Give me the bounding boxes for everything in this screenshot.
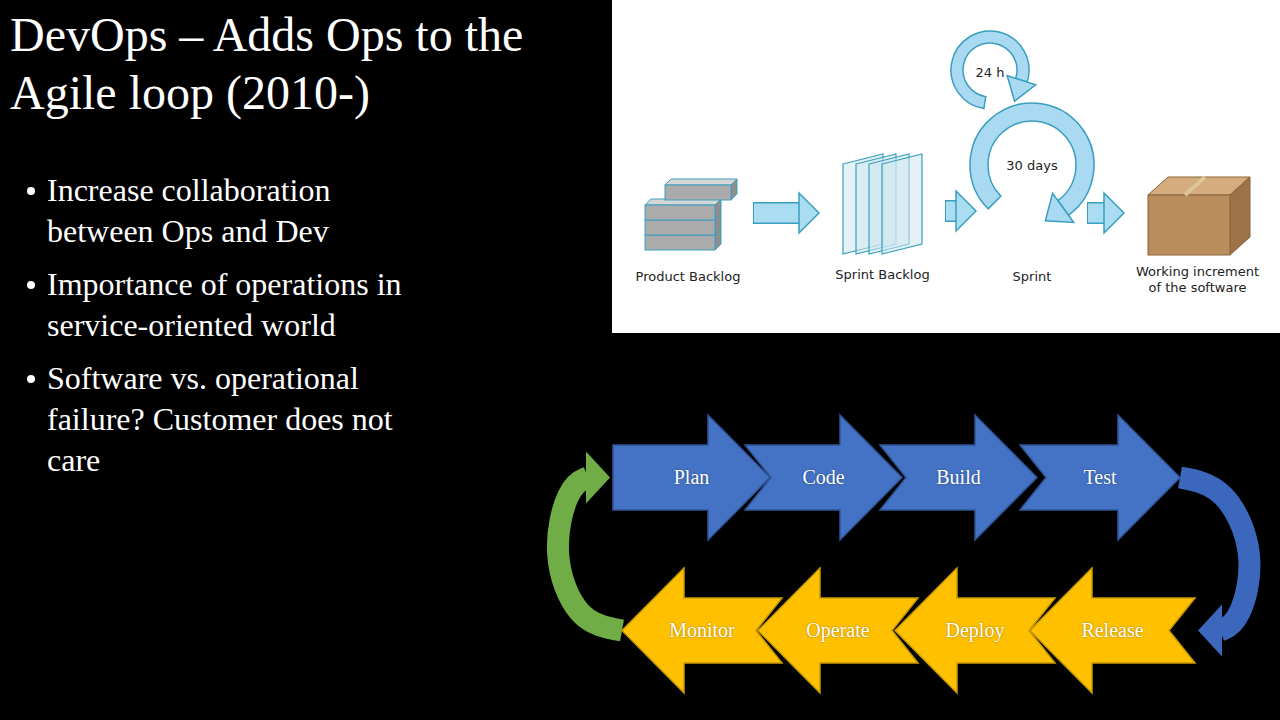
monitor-step: Monitor [622,568,782,693]
step-label: Build [936,466,980,489]
arrowhead [586,452,610,504]
step-label: Test [1083,466,1116,489]
sprint-backlog-illustration [825,148,940,263]
sprint-cycle-illustration [982,100,1082,265]
cycle-arc [970,103,1094,215]
cycle-label: 30 days [1006,158,1057,173]
slab-front [645,205,715,220]
code-step: Code [745,415,902,540]
bullet-text: Importance of operations in service-orie… [47,264,412,346]
software-increment-illustration [1130,165,1265,260]
release-step: Release [1030,568,1195,693]
flow-arrow [945,191,976,231]
step-label: Release [1081,619,1143,642]
bullet-dot [27,187,35,195]
flow-arrow [1087,193,1124,233]
loop-arrow [1180,478,1249,657]
box-side [1230,177,1250,255]
drawing-part [645,179,737,250]
bullet-text: Increase collaboration between Ops and D… [47,170,412,252]
stage-label: Working increment of the software [1130,264,1265,297]
cycle-arrow [951,31,1036,109]
sprint-backlog: Sprint Backlog [825,148,940,283]
drawing-part [951,31,1094,222]
box-tape [1185,177,1205,195]
loop-shaft [1180,478,1249,631]
stage-label: Sprint [982,269,1082,285]
bullet-dot [27,375,35,383]
slab-side [731,179,737,200]
stage-label: Product Backlog [628,269,748,285]
plan-step: Plan [613,415,770,540]
flow-arrow [753,193,819,233]
step-arrow-shape [758,568,918,693]
step-label: Monitor [669,619,735,642]
arrow-outline [1087,202,1106,224]
scrum-panel [612,0,1280,333]
arrowhead [1104,193,1124,233]
step-arrow-shape [880,415,1037,540]
bullet-dot [27,281,35,289]
box-front [1148,195,1230,255]
step-label: Operate [806,619,869,642]
sprint-sheet [882,154,922,254]
step-label: Code [802,466,844,489]
step-label: Plan [674,466,710,489]
step-arrow-shape [1020,415,1180,540]
cycle-arrowhead [1045,193,1073,222]
drawing-part [1148,177,1250,255]
step-arrow-shape [622,568,782,693]
step-arrow-shape [1030,568,1195,693]
slab-front [645,220,715,235]
slide-title: DevOps – Adds Ops to the Agile loop (201… [10,6,530,121]
step-arrow-shape [745,415,902,540]
deploy-step: Deploy [895,568,1055,693]
slab-front [665,185,731,200]
arrow-outline [753,202,801,224]
arrow-shaft [754,204,801,223]
arrowhead [799,193,819,233]
cycle-label: 24 h [976,65,1005,80]
product-backlog: Product Backlog [628,165,748,285]
bullet-text: Software vs. operational failure? Custom… [47,358,412,481]
slab-side [715,199,721,220]
arrowhead [956,191,976,231]
step-arrow-shape [895,568,1055,693]
drawing-part [843,154,922,254]
software-increment: Working increment of the software [1130,165,1265,297]
step-arrow-shape [613,415,770,540]
arrowhead [1198,605,1222,657]
operate-step: Operate [758,568,918,693]
test-step: Test [1020,415,1180,540]
step-label: Deploy [946,619,1005,642]
product-backlog-illustration [628,165,748,265]
cycle-arrowhead [1007,76,1036,102]
cycle-arrow [970,103,1094,222]
sprint-cycle: Sprint [982,100,1082,285]
slab-front [645,235,715,250]
slab-top [665,179,737,185]
build-step: Build [880,415,1037,540]
stage-label: Sprint Backlog [825,267,940,283]
